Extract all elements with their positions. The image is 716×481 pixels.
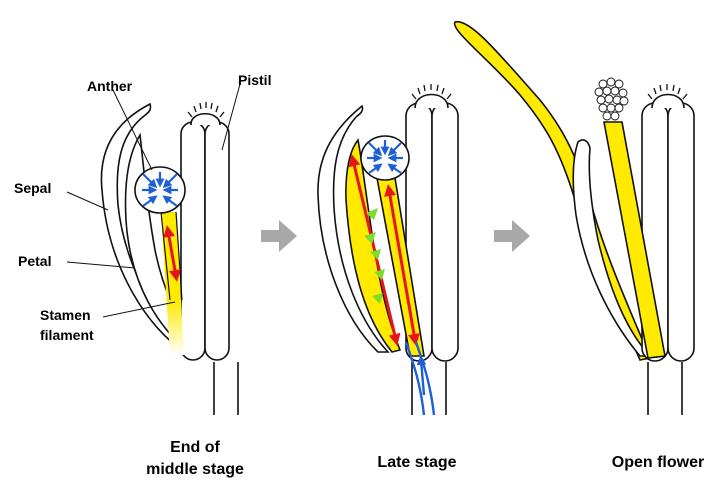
label-sepal: Sepal [14, 180, 51, 196]
pistil-carpel-right-2 [432, 103, 458, 361]
stem-1 [214, 362, 238, 415]
label-pistil: Pistil [238, 72, 271, 88]
transition-arrow-1 [261, 220, 297, 252]
pistil-stigma-1 [191, 114, 220, 125]
pistil-stigma-3 [652, 95, 684, 109]
caption-late-stage: Late stage [377, 454, 456, 471]
stage-end-of-middle [101, 102, 238, 415]
pistil-carpel-right-1 [205, 122, 229, 360]
caption-end-of-middle-line1: End of [170, 439, 220, 456]
stage-late [318, 84, 458, 415]
label-stamen: Stamen [40, 307, 91, 323]
caption-end-of-middle-line2: middle stage [146, 461, 244, 478]
pistil-carpel-right-3 [668, 103, 694, 361]
pollen-cluster-3 [595, 78, 628, 120]
stage-open-flower [455, 22, 694, 415]
pistil-stigma-2 [415, 95, 448, 109]
label-filament: filament [40, 327, 94, 343]
label-petal: Petal [18, 253, 51, 269]
transition-arrow-2 [494, 220, 530, 252]
caption-open-flower: Open flower [612, 454, 704, 471]
label-anther: Anther [87, 78, 133, 94]
pistil-carpel-left-1 [181, 122, 205, 360]
stem-3 [648, 362, 682, 415]
